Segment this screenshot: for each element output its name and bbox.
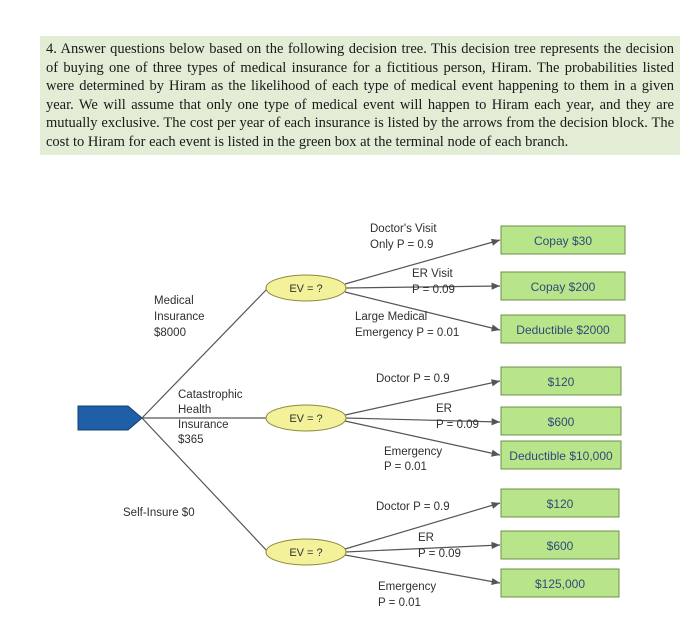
svg-text:ER: ER [436,403,452,415]
terminal-box-self-emergency: $125,000 [500,568,620,598]
svg-text:$365: $365 [178,434,204,446]
terminal-box-catastrophic-doctor: $120 [500,366,622,396]
ev-self-insure: EV = ? [289,547,322,559]
svg-text:P = 0.01: P = 0.01 [378,597,421,609]
terminal-box-catastrophic-er: $600 [500,406,622,436]
terminal-box-medical-er: Copay $200 [500,271,626,301]
svg-text:P = 0.01: P = 0.01 [384,461,427,473]
svg-text:Deductible $10,000: Deductible $10,000 [509,449,613,463]
label-self-insure: Self-Insure $0 [123,507,195,519]
chance-node-self-insure: EV = ? [265,538,347,566]
terminal-box-medical-emergency: Deductible $2000 [500,314,626,344]
svg-text:ER Visit: ER Visit [412,268,453,280]
svg-text:$8000: $8000 [154,327,186,339]
terminal-box-self-doctor: $120 [500,488,620,518]
svg-text:Doctor P = 0.9: Doctor P = 0.9 [376,501,450,513]
svg-text:P = 0.09: P = 0.09 [418,548,461,560]
ev-medical: EV = ? [289,283,322,295]
svg-text:$600: $600 [547,539,574,553]
svg-text:P = 0.09: P = 0.09 [436,419,479,431]
decision-branch-lines [141,287,269,553]
catastrophic-outcome-labels: Doctor P = 0.9 ER P = 0.09 Emergency P =… [376,373,479,473]
label-medical-insurance: Medical Insurance $8000 [154,295,205,339]
svg-text:Doctor P = 0.9: Doctor P = 0.9 [376,373,450,385]
question-text: 4. Answer questions below based on the f… [40,36,680,155]
svg-text:$125,000: $125,000 [535,577,585,591]
svg-text:ER: ER [418,532,434,544]
ev-catastrophic: EV = ? [289,413,322,425]
svg-text:Copay $200: Copay $200 [531,280,596,294]
terminal-box-medical-doctor: Copay $30 [500,225,626,255]
chance-node-medical: EV = ? [265,274,347,302]
svg-text:Emergency P = 0.01: Emergency P = 0.01 [355,327,459,339]
svg-text:$600: $600 [548,415,575,429]
self-insure-outcome-labels: Doctor P = 0.9 ER P = 0.09 Emergency P =… [376,501,461,609]
svg-text:$120: $120 [548,375,575,389]
decision-node [77,405,143,431]
svg-text:Large Medical: Large Medical [355,311,427,323]
svg-text:$120: $120 [547,497,574,511]
svg-text:Deductible $2000: Deductible $2000 [516,323,610,337]
medical-outcome-labels: Doctor's Visit Only P = 0.9 ER Visit P =… [355,223,459,339]
svg-text:Copay $30: Copay $30 [534,234,592,248]
svg-text:Insurance: Insurance [154,311,205,323]
svg-text:Catastrophic: Catastrophic [178,389,243,401]
svg-text:Emergency: Emergency [378,581,436,593]
label-catastrophic-insurance: Catastrophic Health Insurance $365 [178,389,243,446]
svg-text:Medical: Medical [154,295,194,307]
svg-text:Insurance: Insurance [178,419,229,431]
svg-text:Doctor's Visit: Doctor's Visit [370,223,437,235]
svg-text:Emergency: Emergency [384,446,442,458]
terminal-box-catastrophic-emergency: Deductible $10,000 [500,440,622,470]
chance-node-catastrophic: EV = ? [265,404,347,432]
outcome-lines [344,238,501,586]
terminal-box-self-er: $600 [500,530,620,560]
svg-text:Only P = 0.9: Only P = 0.9 [370,239,433,251]
svg-text:Health: Health [178,404,211,416]
svg-text:P = 0.09: P = 0.09 [412,284,455,296]
